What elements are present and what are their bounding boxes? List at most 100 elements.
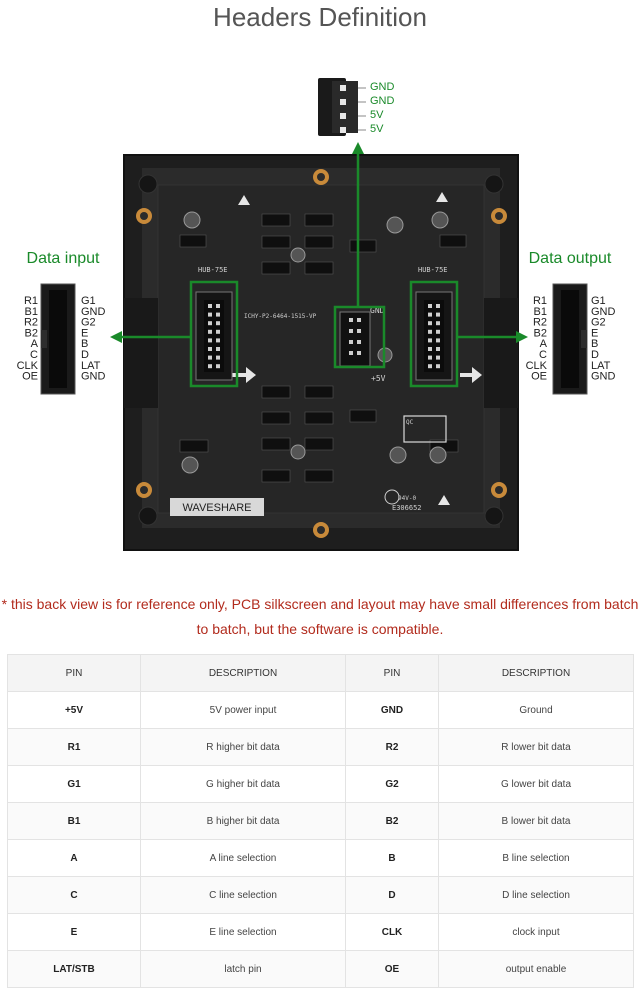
pin-cell: +5V <box>7 691 141 729</box>
green-arrows <box>110 142 528 343</box>
input-pin-label-right: LAT <box>81 360 101 372</box>
board-pin <box>216 329 220 334</box>
input-pin-label-left: B1 <box>25 306 38 318</box>
output-pin-label-right: G1 <box>591 295 606 307</box>
qc-box <box>403 415 447 443</box>
pin-cell: G2 <box>345 765 439 803</box>
input-pin-label-left: CLK <box>17 360 39 372</box>
output-pin-label-right: LAT <box>591 360 611 372</box>
board-pin <box>428 355 432 360</box>
pin-cell: CLK <box>345 913 439 951</box>
silk-qc: QC <box>406 419 414 426</box>
description-cell: clock input <box>438 913 634 951</box>
pin-cell: R2 <box>345 728 439 766</box>
output-pin-label-left: R1 <box>533 295 547 307</box>
pin-cell: A <box>7 839 141 877</box>
power-label-1: GND <box>370 81 395 93</box>
col-header-pin: PIN <box>7 654 141 692</box>
board-pin <box>208 304 212 308</box>
table-row: LAT/STB latch pin OE output enable <box>7 950 634 988</box>
reference-note: * this back view is for reference only, … <box>0 592 640 642</box>
board-pin <box>436 347 440 351</box>
output-pin-label-right: B <box>591 338 598 350</box>
board-pin <box>428 312 432 317</box>
pin-cell: B1 <box>7 802 141 840</box>
input-pin-label-right: E <box>81 327 88 339</box>
power-pin <box>349 351 353 355</box>
silk-5v: +5V <box>371 374 386 383</box>
ul-logo <box>384 489 400 505</box>
input-pin-label-left: R1 <box>24 295 38 307</box>
board-pin <box>428 347 432 351</box>
output-pin-label-left: CLK <box>526 360 548 372</box>
output-pin-label-left: B1 <box>534 306 547 318</box>
description-cell: R lower bit data <box>438 728 634 766</box>
board-pin <box>216 312 220 317</box>
input-pin-label-left: OE <box>22 371 38 383</box>
data-input-title: Data input <box>27 250 100 267</box>
data-output-title: Data output <box>529 250 612 267</box>
output-pin-label-right: E <box>591 327 598 339</box>
capacitors <box>181 211 449 474</box>
pin-cell: GND <box>345 691 439 729</box>
output-pin-label-right: GND <box>591 306 616 318</box>
power-pin <box>349 329 353 333</box>
input-pin-label-right: G1 <box>81 295 96 307</box>
power-pin <box>349 340 353 344</box>
input-pin-label-right: B <box>81 338 88 350</box>
data-output-header <box>552 283 588 395</box>
col-header-description: DESCRIPTION <box>140 654 346 692</box>
output-pin-label-left: A <box>540 338 548 350</box>
board-pin <box>208 347 212 351</box>
table-row: +5V 5V power input GND Ground <box>7 691 634 729</box>
pin-cell: G1 <box>7 765 141 803</box>
board-pin <box>436 312 440 317</box>
pin-cell: B <box>345 839 439 877</box>
board-pin <box>436 364 440 369</box>
description-cell: D line selection <box>438 876 634 914</box>
description-cell: E line selection <box>140 913 346 951</box>
pcb-diagram: GND GND 5V 5V <box>17 78 616 551</box>
brand-plate <box>170 498 264 516</box>
pin-table-header: PIN DESCRIPTION PIN DESCRIPTION <box>7 654 634 692</box>
pin-table: PIN DESCRIPTION PIN DESCRIPTION +5V 5V p… <box>7 654 634 988</box>
power-pin <box>357 329 361 333</box>
pin-cell: OE <box>345 950 439 988</box>
silk-hub-left: HUB-75E <box>198 266 228 274</box>
power-pin <box>349 318 353 322</box>
power-pin <box>357 340 361 344</box>
power-label-3: 5V <box>370 109 384 121</box>
description-cell: G higher bit data <box>140 765 346 803</box>
brand-label: WAVESHARE <box>182 502 251 514</box>
pin-cell: B2 <box>345 802 439 840</box>
highlight-boxes <box>189 280 459 388</box>
board-pin <box>436 321 440 326</box>
table-row: G1 G higher bit data G2 G lower bit data <box>7 765 634 803</box>
board-pin <box>436 355 440 360</box>
board-pin <box>436 329 440 334</box>
board-pin <box>216 304 220 308</box>
note-line-2: to batch, but the software is compatible… <box>196 621 444 637</box>
description-cell: Ground <box>438 691 634 729</box>
board-pin <box>208 364 212 369</box>
board-pin <box>216 364 220 369</box>
input-pin-label-left: A <box>31 338 39 350</box>
board-pin <box>208 329 212 334</box>
input-pin-label-right: GND <box>81 306 106 318</box>
board-pin <box>436 304 440 308</box>
table-row: A A line selection B B line selection <box>7 839 634 877</box>
power-connector <box>318 78 366 136</box>
board-pin <box>208 321 212 326</box>
output-pin-label-left: R2 <box>533 317 547 329</box>
silk-board-id: ICHY-P2-6464-1515-VP <box>244 313 317 320</box>
input-pin-label-left: C <box>30 349 38 361</box>
silk-hub-right: HUB-75E <box>418 266 448 274</box>
board-pin <box>208 355 212 360</box>
output-pin-label-right: G2 <box>591 317 606 329</box>
board-pin <box>208 338 212 343</box>
note-line-1: * this back view is for reference only, … <box>1 596 639 612</box>
table-row: R1 R higher bit data R2 R lower bit data <box>7 728 634 766</box>
description-cell: 5V power input <box>140 691 346 729</box>
pcb-arrows <box>232 192 482 505</box>
board-pin <box>216 347 220 351</box>
